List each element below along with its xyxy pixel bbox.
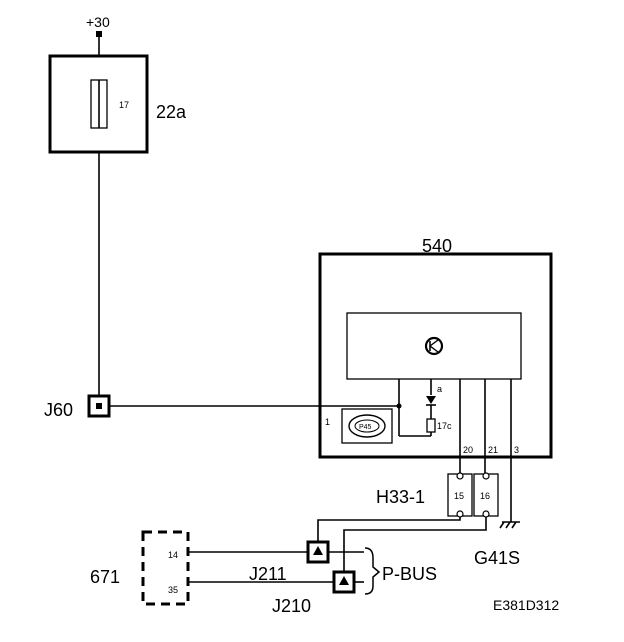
transistor-collector bbox=[429, 339, 439, 347]
h33-pin-left-label: 15 bbox=[454, 491, 464, 501]
j211-label: J211 bbox=[249, 564, 287, 584]
ground-hatch-3 bbox=[511, 521, 517, 529]
h33-pin-right-label: 16 bbox=[480, 491, 490, 501]
module-label: 540 bbox=[422, 236, 452, 256]
p45-symbol-inner bbox=[354, 419, 380, 433]
h33-pin-15-top bbox=[456, 472, 464, 480]
diode-icon bbox=[426, 396, 436, 404]
j60-label: J60 bbox=[44, 400, 73, 420]
module-671-label: 671 bbox=[90, 567, 120, 587]
fuse-box-label: 22a bbox=[156, 102, 187, 122]
module-671 bbox=[141, 530, 190, 606]
p45-symbol-outer bbox=[348, 414, 386, 438]
junction-dot bbox=[396, 403, 402, 409]
h33-pin-15-bottom bbox=[456, 510, 464, 518]
h33-pin-16-bottom bbox=[482, 510, 490, 518]
j210-connector-pin bbox=[339, 576, 349, 585]
diode-pin-label: a bbox=[437, 384, 442, 394]
module-671-pin-top: 14 bbox=[168, 550, 178, 560]
transistor-icon bbox=[424, 336, 444, 356]
p45-symbol-text: P45 bbox=[359, 424, 372, 431]
module-pin-21: 21 bbox=[488, 445, 498, 455]
module-pin-3: 3 bbox=[514, 445, 519, 455]
bus-bracket bbox=[364, 547, 381, 595]
supply-label: +30 bbox=[86, 14, 110, 30]
h33-to-j211-wire bbox=[317, 517, 461, 542]
module-540 bbox=[318, 252, 553, 459]
module-inner-unit bbox=[346, 312, 522, 380]
transistor-emitter bbox=[429, 345, 439, 353]
h33-to-j210-wire bbox=[343, 517, 487, 572]
j211-connector-pin bbox=[313, 546, 323, 555]
ground-hatch-2 bbox=[505, 521, 511, 529]
module-pin-20: 20 bbox=[463, 445, 473, 455]
bus-label: P-BUS bbox=[382, 564, 437, 584]
h33-label: H33-1 bbox=[376, 487, 425, 507]
h33-pin-16-top bbox=[482, 472, 490, 480]
fuse-number: 17 bbox=[119, 100, 129, 110]
ground-label: G41S bbox=[474, 548, 520, 568]
resistor-17c bbox=[426, 418, 436, 433]
module-671-pin-bottom: 35 bbox=[168, 585, 178, 595]
j60-connector-pin bbox=[96, 403, 102, 409]
module-pin-1: 1 bbox=[325, 417, 330, 427]
drawing-id: E381D312 bbox=[493, 597, 559, 613]
supply-terminal bbox=[96, 31, 102, 37]
p45-box bbox=[341, 408, 393, 444]
j210-label: J210 bbox=[272, 596, 311, 616]
ground-hatch-1 bbox=[499, 521, 505, 529]
resistor-label: 17c bbox=[437, 421, 452, 431]
